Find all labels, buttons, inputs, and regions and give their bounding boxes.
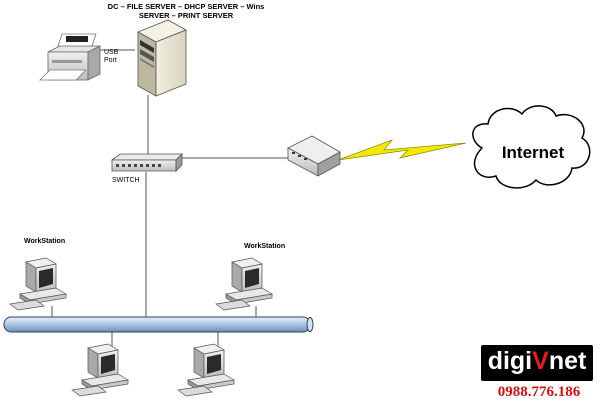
switch-icon: [110, 153, 183, 172]
usb-label-line2: Port: [104, 57, 117, 64]
logo-suffix: net: [548, 347, 587, 375]
printer-icon: [39, 33, 101, 81]
logo-wordmark: digiVnet: [481, 347, 593, 376]
workstation-right-icon: [215, 257, 273, 311]
logo-v: V: [532, 347, 549, 375]
digivnet-logo: digiVnet: [481, 345, 593, 381]
phone-number: 0988.776.186: [497, 384, 581, 400]
server-icon: [137, 19, 187, 97]
workstation-left-label: WorkStation: [24, 238, 66, 245]
workstation-bottom-left-icon: [71, 343, 129, 397]
connection-lines: [51, 49, 290, 346]
logo-prefix: digi: [487, 347, 533, 375]
lightning-icon: [337, 139, 467, 161]
server-title-line2: SERVER – PRINT SERVER: [138, 11, 234, 20]
internet-label: Internet: [501, 143, 565, 162]
server-title-line1: DC – FILE SERVER – DHCP SERVER – Wins: [107, 2, 265, 11]
router-icon: [287, 135, 341, 177]
workstation-right-label: WorkStation: [244, 243, 286, 250]
internet-cloud-icon: [472, 105, 591, 189]
workstation-bottom-right-icon: [177, 343, 235, 397]
workstation-left-icon: [9, 257, 67, 311]
switch-label: SWITCH: [112, 177, 140, 184]
usb-label-line1: USB: [104, 49, 119, 56]
network-bus-icon: [3, 316, 314, 333]
